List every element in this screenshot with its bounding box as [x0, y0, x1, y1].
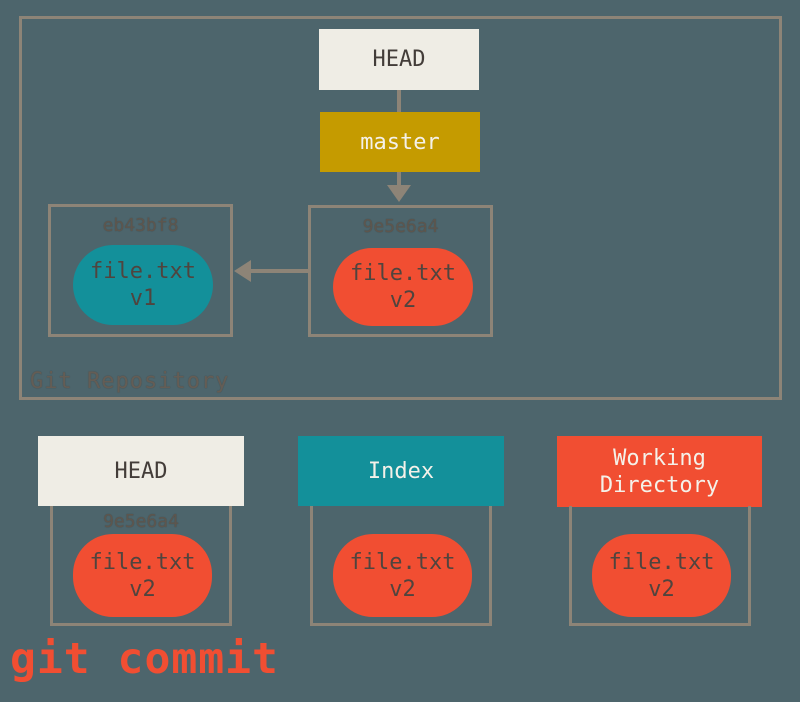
- file-blob-version: v2: [129, 576, 156, 602]
- head-area-title: HEAD: [114, 458, 168, 484]
- file-blob-v2: file.txt v2: [333, 248, 473, 326]
- git-repository-label: Git Repository: [30, 369, 230, 394]
- file-blob-v1: file.txt v1: [73, 245, 213, 325]
- working-directory-area-title: Working Directory: [599, 445, 720, 498]
- index-area-header: Index: [298, 436, 504, 506]
- commit-box-9e5e6a4: 9e5e6a4 file.txt v2: [308, 205, 493, 337]
- commit-hash-label: 9e5e6a4: [103, 511, 179, 532]
- head-snapshot-box: 9e5e6a4 file.txt v2: [50, 506, 232, 626]
- master-branch-box: master: [320, 112, 480, 172]
- git-commit-command-text: git commit: [10, 634, 279, 684]
- head-to-master-line: [397, 90, 401, 113]
- working-directory-snapshot-box: file.txt v2: [569, 506, 751, 626]
- master-branch-label: master: [360, 129, 440, 155]
- file-blob-name: file.txt: [350, 261, 456, 286]
- git-repository-box: [19, 16, 782, 400]
- file-blob-version: v1: [129, 286, 157, 311]
- file-blob-name: file.txt: [89, 549, 196, 575]
- head-area-header: HEAD: [38, 436, 244, 506]
- file-blob-name: file.txt: [349, 549, 456, 575]
- file-blob-head: file.txt v2: [73, 534, 212, 617]
- arrow-down-icon: [387, 185, 411, 202]
- commit-hash-label: 9e5e6a4: [362, 216, 439, 237]
- master-to-commit-line: [397, 172, 401, 186]
- file-blob-index: file.txt v2: [333, 534, 472, 617]
- parent-pointer-line: [250, 269, 308, 273]
- file-blob-name: file.txt: [90, 259, 196, 284]
- commit-box-eb43bf8: eb43bf8 file.txt v1: [48, 204, 233, 337]
- file-blob-name: file.txt: [608, 549, 715, 575]
- commit-hash-label: eb43bf8: [102, 215, 179, 236]
- file-blob-version: v2: [648, 576, 675, 602]
- head-pointer-label: HEAD: [372, 47, 426, 72]
- file-blob-version: v2: [389, 288, 417, 313]
- index-area-title: Index: [367, 458, 435, 484]
- file-blob-version: v2: [389, 576, 416, 602]
- head-pointer-box: HEAD: [319, 29, 479, 90]
- file-blob-working-directory: file.txt v2: [592, 534, 731, 617]
- working-directory-area-header: Working Directory: [557, 436, 762, 507]
- index-snapshot-box: file.txt v2: [310, 506, 492, 626]
- arrow-left-icon: [234, 260, 251, 282]
